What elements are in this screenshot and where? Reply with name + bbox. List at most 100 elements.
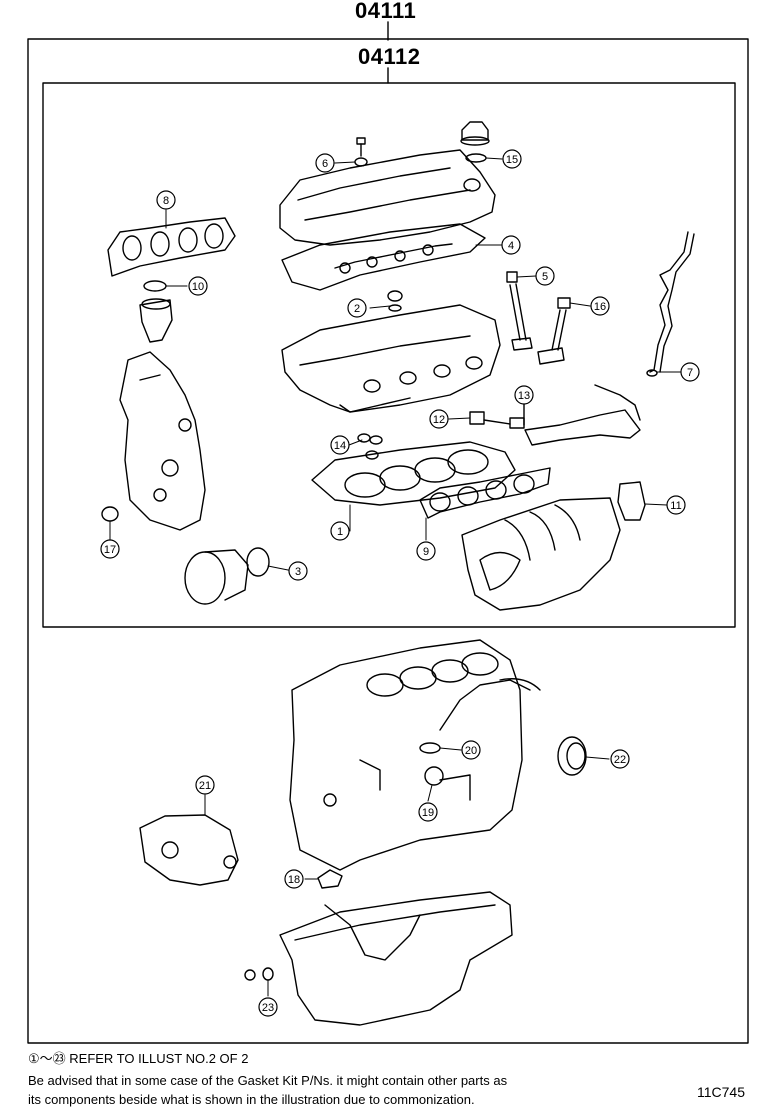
callout-13: 13 [514,385,534,405]
callout-number: 2 [354,303,360,315]
callout-22: 22 [610,749,630,769]
dipstick-guide [646,231,695,377]
callout-19: 19 [418,802,438,822]
callout-number: 3 [295,566,301,578]
exhaust-valve [537,309,567,365]
callout-number: 20 [465,745,477,757]
water-outlet [139,298,173,343]
leader-12 [448,417,471,420]
oil-dipstick [439,679,531,731]
kit-code-outer: 04111 [355,0,417,23]
callout-number: 21 [199,780,211,792]
inner-kit-frame [42,82,736,628]
leader-5 [516,275,537,278]
callout-number: 16 [594,301,606,313]
callout-23: 23 [258,997,278,1017]
outer-kit-frame [27,38,749,1044]
callout-11: 11 [666,495,686,515]
drain-plug [244,967,274,981]
throttle-body-gasket [617,481,646,521]
callout-number: 11 [670,500,681,512]
callout-10: 10 [188,276,208,296]
callout-number: 5 [542,271,548,283]
intake-valve [509,283,533,351]
callout-6: 6 [315,153,335,173]
callout-number: 12 [433,414,445,426]
callout-9: 9 [416,541,436,561]
leader-16 [569,302,591,307]
callout-number: 13 [518,390,530,402]
intake-manifold-gasket [419,467,551,519]
cylinder-head-cover [279,149,496,246]
callout-7: 7 [680,362,700,382]
leader-2 [369,305,391,309]
callout-16: 16 [590,296,610,316]
callout-1: 1 [330,521,350,541]
leader-14 [348,439,363,446]
leader-15 [485,157,503,160]
callout-number: 6 [322,158,328,170]
intake-manifold [461,497,621,611]
leader-22 [585,756,610,760]
callout-number: 22 [614,754,626,766]
callout-number: 14 [334,440,346,452]
cylinder-head [281,304,501,413]
callout-15: 15 [502,149,522,169]
callout-number: 10 [192,281,204,293]
oil-filler-cap [460,121,490,146]
cover-bolt [354,137,368,167]
exhaust-manifold-gasket [107,217,236,277]
callout-number: 19 [422,807,434,819]
timing-chain-cover [119,351,206,531]
oil-seal-19 [424,766,444,786]
callout-14: 14 [330,435,350,455]
strainer-gasket [317,869,343,889]
fuel-injector [469,411,525,429]
callout-number: 7 [687,367,693,379]
callout-number: 9 [423,546,429,558]
callout-8: 8 [156,190,176,210]
callout-number: 15 [506,154,518,166]
footnote-advice-line-1: Be advised that in some case of the Gask… [28,1073,508,1088]
oil-pump-cover [139,814,239,886]
illustration-code: 11C745 [697,1084,746,1100]
footnote-advice-line-2: its components beside what is shown in t… [28,1092,475,1107]
leader-19 [427,784,433,802]
callout-number: 17 [104,544,116,556]
filler-cap-gasket [465,153,487,163]
callout-17: 17 [100,539,120,559]
callout-21: 21 [195,775,215,795]
callout-number: 1 [337,526,343,538]
leader-6 [334,161,356,164]
footnote-refer: ①～㉓ REFER TO ILLUST NO.2 OF 2 [28,1051,249,1066]
kit-code-inner: 04112 [358,44,421,69]
head-cover-gasket [281,223,486,291]
plug-seal [387,290,403,312]
callout-12: 12 [429,409,449,429]
oil-strainer-gasket [419,742,441,754]
callout-4: 4 [501,235,521,255]
callout-number: 18 [288,874,300,886]
oil-pan [279,891,513,1026]
callout-18: 18 [284,869,304,889]
callout-number: 23 [262,1002,274,1014]
callout-20: 20 [461,740,481,760]
callout-number: 4 [508,240,514,252]
callout-2: 2 [347,298,367,318]
rear-oil-seal [557,736,587,776]
cylinder-block [289,639,541,871]
valve-seal-2 [557,297,571,309]
callout-5: 5 [535,266,555,286]
callout-3: 3 [288,561,308,581]
water-pump [184,547,270,605]
valve-stem-seal [506,271,518,283]
cylinder-head-gasket [311,441,516,506]
crank-front-seal [101,506,119,522]
callout-number: 8 [163,195,169,207]
leader-11 [644,503,668,506]
fuel-delivery-pipe [524,384,641,446]
leader-20 [439,747,462,751]
water-outlet-gasket [143,280,167,292]
